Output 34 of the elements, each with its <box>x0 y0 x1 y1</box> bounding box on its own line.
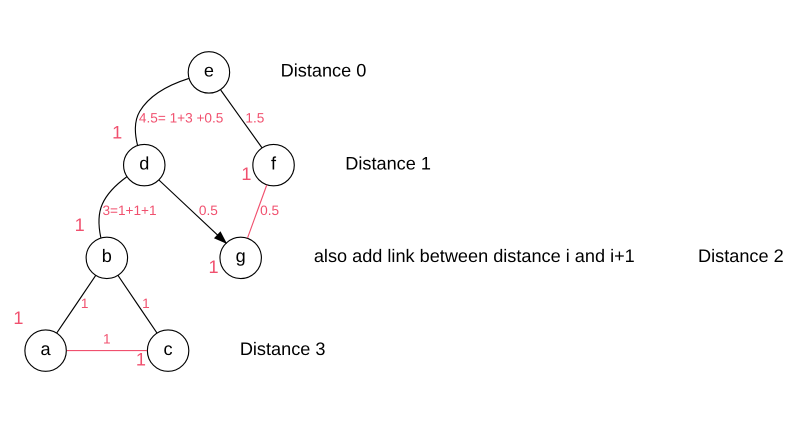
connector <box>246 184 268 238</box>
label: Distance 2 <box>698 246 784 266</box>
node-label: 1 <box>136 349 146 370</box>
edge-label: 0.5 <box>260 202 280 218</box>
node-circle: a <box>24 328 67 372</box>
connector <box>66 350 147 351</box>
node-circle: e <box>188 50 230 94</box>
node-label: 1 <box>208 256 219 276</box>
label: Distance 3 <box>240 338 326 358</box>
edge-label: 3=1+1+1 <box>102 202 157 218</box>
node-circle: g <box>219 236 262 279</box>
edge-label: 1.5 <box>245 110 264 125</box>
node-circle: b <box>86 236 128 279</box>
node-circle: f <box>252 143 295 186</box>
label: Distance 0 <box>280 60 366 80</box>
connector <box>118 274 158 333</box>
edge-label: 0.5 <box>198 202 218 218</box>
arrow <box>158 179 228 244</box>
connector <box>220 89 262 148</box>
label: also add link between distance i and i+1 <box>314 246 635 266</box>
node-circle: c <box>146 328 190 372</box>
edge-label: 1 <box>142 295 150 310</box>
connector <box>56 274 96 333</box>
label: Distance 1 <box>345 152 431 173</box>
edge-label: 4.5= 1+3 +0.5 <box>138 110 224 125</box>
edge-label: 1 <box>80 295 89 310</box>
node-label: 1 <box>241 164 252 184</box>
edge-label: 1 <box>103 330 111 346</box>
node-label: 1 <box>112 122 122 142</box>
node-circle: d <box>122 143 166 186</box>
connector <box>98 176 128 238</box>
node-label: 1 <box>74 214 85 235</box>
connector <box>134 77 190 145</box>
node-label: 1 <box>13 307 24 328</box>
